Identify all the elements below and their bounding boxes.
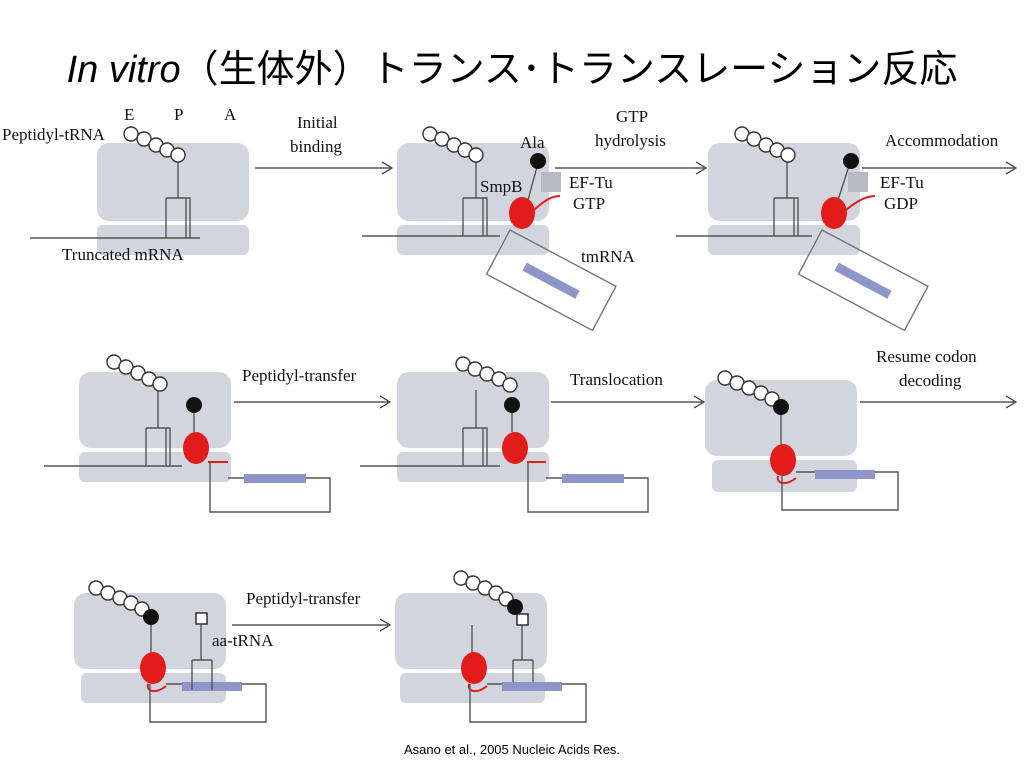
smpb xyxy=(821,197,847,229)
arrow-initial-binding: Initial binding xyxy=(255,113,394,175)
amino-acid-square xyxy=(195,612,208,625)
panel-7-aa-trna-binding: aa-tRNA xyxy=(74,580,274,723)
label-peptidyl-transfer-1: Peptidyl-transfer xyxy=(242,366,357,385)
label-peptidyl-transfer-2: Peptidyl-transfer xyxy=(246,589,361,608)
title-italic: In vitro xyxy=(66,49,181,91)
label-eftu-2: EF-Tu xyxy=(880,173,924,192)
label-a-site: A xyxy=(224,105,237,124)
label-smpb: SmpB xyxy=(480,177,523,196)
panel-2-initial-binding: Ala SmpB EF-Tu GTP tmRNA xyxy=(362,126,636,332)
arrow-accommodation: Accommodation xyxy=(862,131,1018,175)
panel-1-stalled-ribosome: E P A Peptidyl-tRNA Truncated mRNA xyxy=(2,105,249,264)
label-accommodation: Accommodation xyxy=(885,131,999,150)
citation: Asano et al., 2005 Nucleic Acids Res. xyxy=(403,742,621,757)
label-resume-codon: Resume codon xyxy=(876,347,977,366)
label-decoding: decoding xyxy=(899,371,962,390)
label-translocation: Translocation xyxy=(570,370,663,389)
slide-title: In vitro（生体外）トランス･トランスレーション反応 xyxy=(0,38,1024,93)
label-gdp: GDP xyxy=(884,194,918,213)
arrow-gtp-hydrolysis: GTP hydrolysis xyxy=(555,107,708,175)
peptide-chain xyxy=(455,356,518,393)
arrow-resume-decoding: Resume codon decoding xyxy=(860,347,1018,409)
label-e-site: E xyxy=(124,105,134,124)
peptide-chain xyxy=(123,126,186,163)
label-eftu: EF-Tu xyxy=(569,173,613,192)
p-site-trna xyxy=(165,158,191,238)
panel-6-translocated xyxy=(705,370,899,511)
tmrna xyxy=(485,229,617,332)
label-tmrna: tmRNA xyxy=(581,247,636,266)
panel-5-peptidyl-transferred xyxy=(360,356,649,513)
peptide-chain xyxy=(717,370,780,407)
panel-4-accommodated xyxy=(44,354,331,513)
label-initial: Initial xyxy=(297,113,338,132)
arrow-peptidyl-transfer-2: Peptidyl-transfer xyxy=(232,589,392,632)
panel-8-peptide-transferred xyxy=(395,570,587,723)
label-gtp-2: GTP xyxy=(616,107,648,126)
label-binding: binding xyxy=(290,137,342,156)
label-hydrolysis: hydrolysis xyxy=(595,131,666,150)
tmrna xyxy=(797,229,929,332)
ef-tu xyxy=(541,172,561,192)
peptide-chain xyxy=(422,126,484,163)
ribosome-small-subunit xyxy=(97,225,249,255)
peptide-chain xyxy=(453,570,514,607)
smpb xyxy=(509,197,535,229)
label-p-site: P xyxy=(174,105,183,124)
label-peptidyl-trna: Peptidyl-tRNA xyxy=(2,125,106,144)
label-aa-trna: aa-tRNA xyxy=(212,631,274,650)
label-ala: Ala xyxy=(520,133,545,152)
label-truncated-mrna: Truncated mRNA xyxy=(62,245,184,264)
peptide-chain xyxy=(106,354,168,392)
panel-3-gtp-hydrolysis: EF-Tu GDP xyxy=(676,126,929,332)
title-japanese: （生体外）トランス･トランスレーション反応 xyxy=(180,47,958,91)
peptide-chain xyxy=(734,126,796,163)
ribosome-large-subunit xyxy=(97,143,249,221)
arrow-translocation: Translocation xyxy=(551,370,706,409)
alanine-ball xyxy=(530,153,546,169)
label-gtp: GTP xyxy=(573,194,605,213)
arrow-peptidyl-transfer-1: Peptidyl-transfer xyxy=(234,366,392,409)
